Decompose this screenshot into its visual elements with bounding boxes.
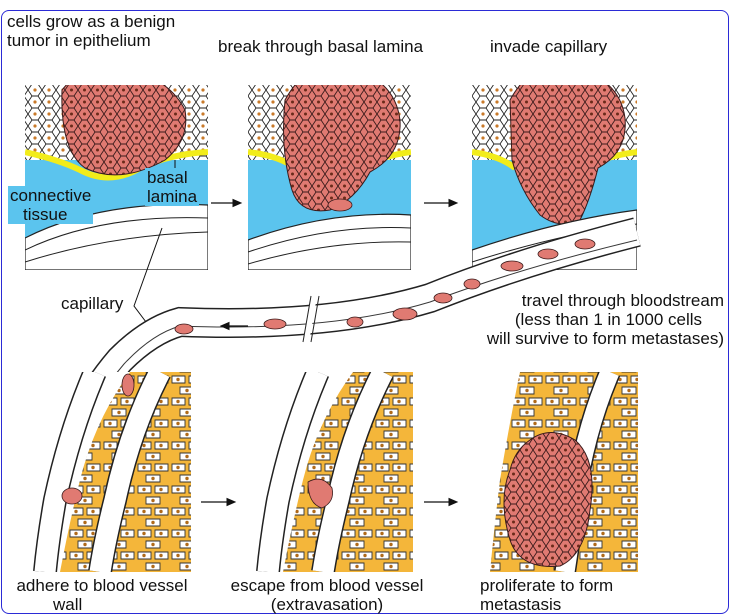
- label-proliferate: proliferate to formmetastasis: [480, 576, 613, 614]
- label-basal-lamina: basallamina: [145, 168, 199, 206]
- label-connective-tissue: connectivetissue: [8, 186, 93, 224]
- label-travel-bloodstream: travel through bloodstream(less than 1 i…: [487, 291, 724, 348]
- label-benign-tumor: cells grow as a benigntumor in epitheliu…: [7, 12, 175, 50]
- label-break-lamina: break through basal lamina: [218, 37, 423, 56]
- label-invade-capillary: invade capillary: [490, 37, 607, 56]
- panel-extravasation: [245, 372, 413, 572]
- panel-proliferate: [470, 372, 638, 572]
- label-capillary: capillary: [61, 294, 123, 313]
- label-extravasation: escape from blood vessel(extravasation): [218, 576, 436, 614]
- panel-break-lamina: [248, 65, 411, 270]
- label-adhere: adhere to blood vesselwall: [3, 576, 201, 614]
- panel-adhere: [22, 372, 191, 572]
